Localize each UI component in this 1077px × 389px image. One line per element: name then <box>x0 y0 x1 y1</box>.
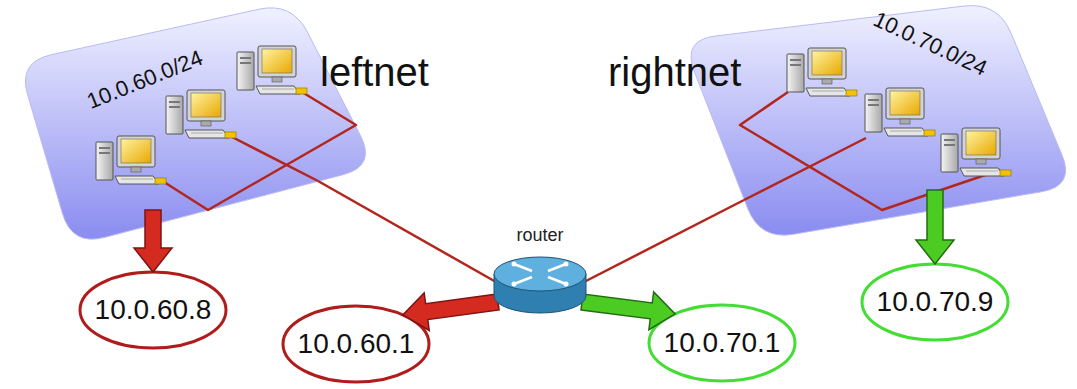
ip-address-ellipse: 10.0.60.8 <box>78 270 228 350</box>
ellipse-shape <box>283 306 429 382</box>
network-wire <box>584 200 744 282</box>
router-arrow-head <box>512 262 517 267</box>
network-name: leftnet <box>320 50 429 94</box>
router-icon <box>488 254 592 324</box>
router-arrow <box>514 277 532 284</box>
region-outline <box>0 0 380 250</box>
ip-address: 10.0.70.9 <box>877 287 994 318</box>
ip-address-ellipse: 10.0.60.1 <box>281 304 431 384</box>
ip-address-ellipse: 10.0.70.1 <box>647 303 797 383</box>
ellipse-shape <box>862 264 1008 340</box>
router-label: router <box>516 226 563 246</box>
region-shape <box>25 8 365 239</box>
ip-address: 10.0.70.1 <box>664 328 781 359</box>
ellipse-shape <box>649 305 795 381</box>
network-region: 10.0.60.0/24leftnet <box>0 0 380 250</box>
router: router <box>488 226 592 322</box>
ip-address-ellipse: 10.0.70.9 <box>860 262 1010 342</box>
network-name: rightnet <box>608 50 741 94</box>
router-arrow-head <box>564 282 569 287</box>
ellipse-shape <box>80 272 226 348</box>
router-arrow <box>548 277 566 284</box>
router-arrow <box>514 264 532 271</box>
network-wire <box>318 181 496 282</box>
network-region: rightnet10.0.70.0/24 <box>680 0 1077 245</box>
router-top <box>494 257 586 291</box>
region-shape <box>691 6 1066 236</box>
region-outline <box>680 0 1077 245</box>
router-arrow-head <box>564 262 569 267</box>
ip-address: 10.0.60.8 <box>95 295 212 326</box>
router-arrow <box>548 264 566 271</box>
ip-address: 10.0.60.1 <box>298 329 415 360</box>
router-arrow-head <box>512 282 517 287</box>
